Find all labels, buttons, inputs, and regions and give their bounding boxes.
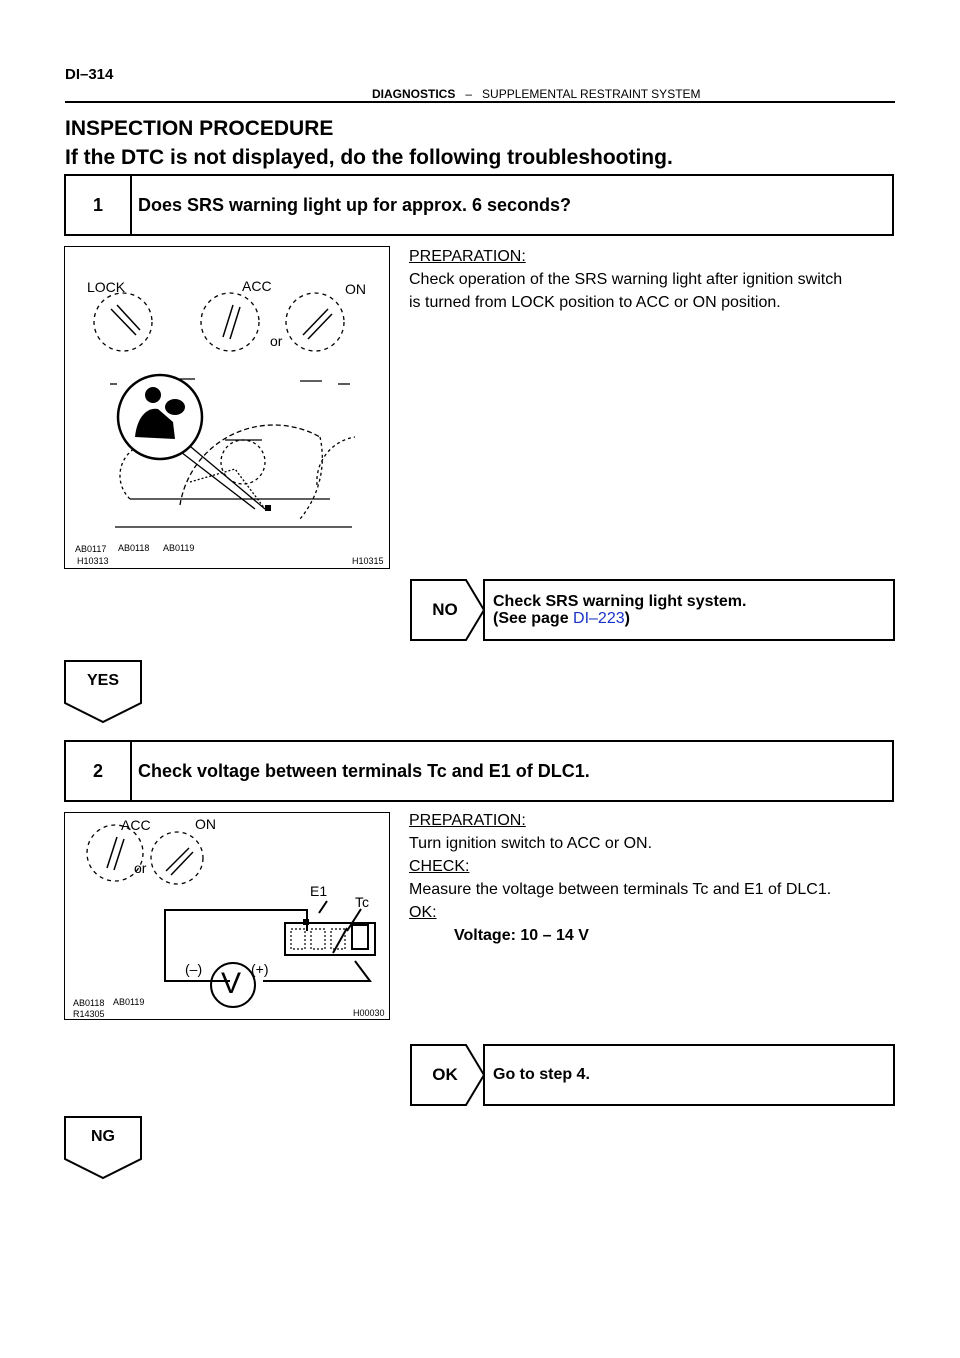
procedure-title: INSPECTION PROCEDURE — [65, 117, 334, 140]
down-arrow-shape — [64, 660, 142, 724]
ignition-combination-meter-illustration — [93, 292, 356, 528]
ok-label: OK: — [409, 904, 437, 921]
label-or: or — [134, 860, 147, 876]
step-2-instructions: PREPARATION: Turn ignition switch to ACC… — [409, 809, 831, 947]
check-label: CHECK: — [409, 858, 470, 875]
label-or: or — [270, 333, 283, 349]
step-2-box: 2 Check voltage between terminals Tc and… — [64, 740, 894, 802]
preparation-text: is turned from LOCK position to ACC or O… — [409, 294, 781, 311]
header-rule — [65, 101, 895, 103]
label-on: ON — [345, 281, 366, 297]
preparation-text: Check operation of the SRS warning light… — [409, 271, 843, 288]
label-on: ON — [195, 816, 216, 832]
ok-branch-label: OK — [432, 1065, 458, 1084]
step-1-title: Does SRS warning light up for approx. 6 … — [138, 194, 572, 215]
ok-branch-result: OK Go to step 4. — [410, 1044, 895, 1106]
step-1-number: 1 — [66, 176, 132, 234]
no-branch-see-suffix: ) — [624, 610, 630, 627]
no-branch-see-prefix: (See page — [493, 610, 574, 627]
label-lock: LOCK — [87, 279, 126, 295]
yes-arrow: YES — [64, 660, 142, 724]
figure-code: H10315 — [352, 556, 384, 566]
ok-branch-text: Go to step 4. — [493, 1066, 590, 1083]
terminal-tc-label: Tc — [355, 894, 369, 910]
figure-dlc1-voltage-check: ACC ON or E1 Tc (–) (+) V AB0118 AB0119 … — [64, 812, 390, 1020]
label-acc: ACC — [242, 278, 272, 294]
probe-minus-label: (–) — [185, 961, 203, 977]
yes-label: YES — [86, 672, 119, 689]
figure-code: H10313 — [77, 556, 109, 566]
header-subsection: SUPPLEMENTAL RESTRAINT SYSTEM — [482, 87, 701, 101]
preparation-label: PREPARATION: — [409, 812, 526, 829]
no-branch-label: NO — [432, 600, 458, 619]
figure-code: AB0119 — [163, 543, 195, 553]
figure-code: AB0119 — [113, 997, 145, 1007]
ng-arrow: NG — [64, 1116, 142, 1180]
figure-code: H00030 — [353, 1008, 385, 1018]
down-arrow-shape — [64, 1116, 142, 1180]
no-branch-text: Check SRS warning light system. — [493, 593, 747, 610]
terminal-e1-label: E1 — [310, 883, 328, 899]
step-1-instructions: PREPARATION: Check operation of the SRS … — [409, 245, 842, 314]
step-2-number: 2 — [66, 742, 132, 800]
preparation-text: Turn ignition switch to ACC or ON. — [409, 835, 653, 852]
page-link-di-223[interactable]: DI–223 — [573, 610, 625, 627]
check-text: Measure the voltage between terminals Tc… — [409, 881, 832, 898]
running-header: DIAGNOSTICS–SUPPLEMENTAL RESTRAINT SYSTE… — [372, 87, 701, 101]
figure-code: R14305 — [73, 1009, 105, 1019]
step-1-box: 1 Does SRS warning light up for approx. … — [64, 174, 894, 236]
figure-code: AB0118 — [118, 543, 150, 553]
figure-code: AB0117 — [75, 544, 107, 554]
no-branch-action: Check SRS warning light system. (See pag… — [493, 593, 746, 627]
header-separator: – — [465, 87, 473, 101]
probe-plus-label: (+) — [251, 961, 269, 977]
ok-value: Voltage: 10 – 14 V — [454, 927, 589, 944]
label-acc: ACC — [121, 817, 151, 833]
ng-label: NG — [91, 1128, 115, 1145]
result-arrow-box — [410, 579, 895, 641]
preparation-label: PREPARATION: — [409, 248, 526, 265]
voltmeter-symbol: V — [221, 967, 242, 1000]
step-2-title: Check voltage between terminals Tc and E… — [138, 760, 590, 781]
voltmeter-dlc1-illustration — [86, 824, 376, 1008]
figure-code: AB0118 — [73, 998, 105, 1008]
page-code: DI–314 — [65, 66, 114, 83]
procedure-subtitle: If the DTC is not displayed, do the foll… — [65, 146, 673, 169]
figure-ignition-warning-light: LOCK ACC ON or AB0117 AB0118 AB0119 H103… — [64, 246, 390, 569]
result-arrow-box — [410, 1044, 895, 1106]
no-branch-result: NO Check SRS warning light system. (See … — [410, 579, 895, 641]
header-section: DIAGNOSTICS — [372, 87, 456, 101]
